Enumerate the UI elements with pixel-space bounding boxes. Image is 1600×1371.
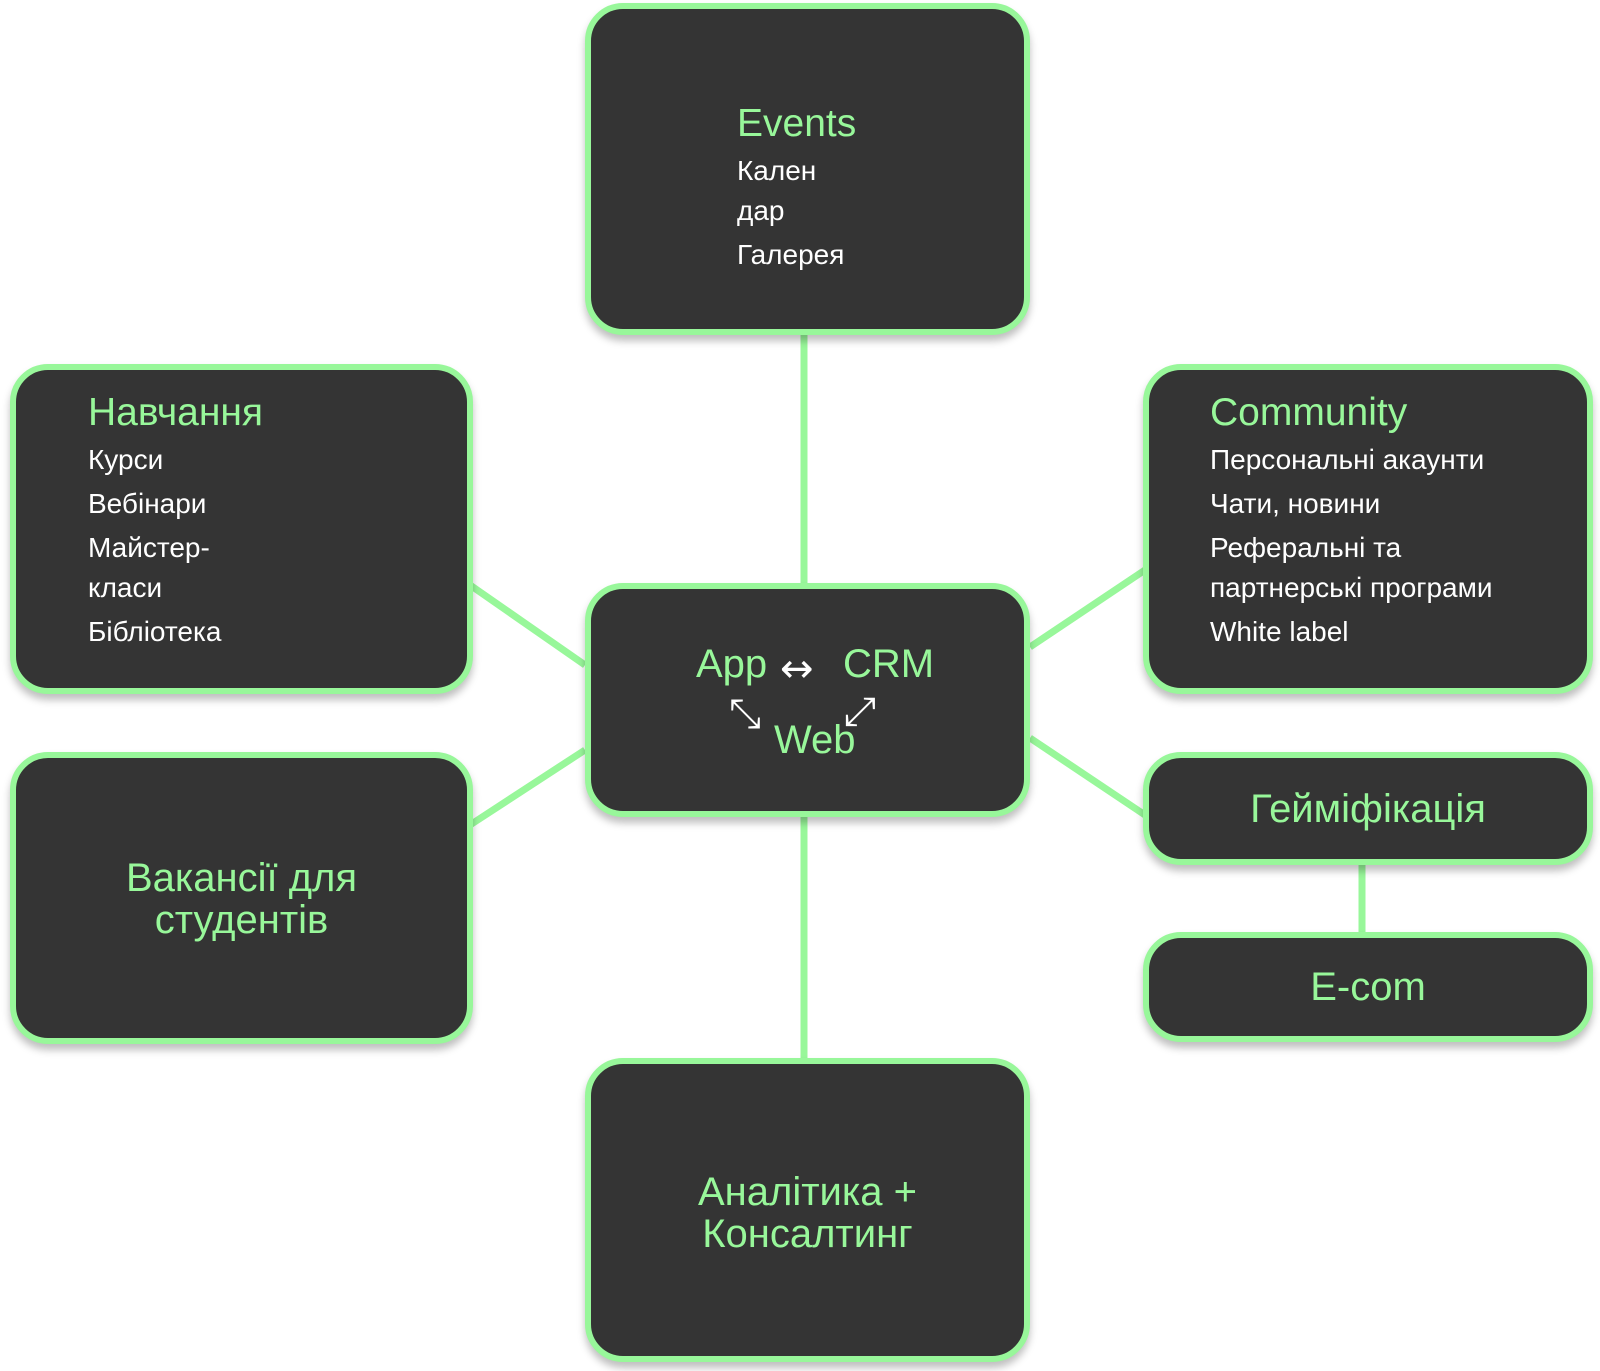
double-arrow-diagonal-left-icon: ⤡ xyxy=(729,691,761,737)
events-item-gallery: Галерея xyxy=(737,239,845,270)
education-item-webinars: Вебінари xyxy=(88,488,207,519)
center-web-label: Web xyxy=(774,718,856,762)
community-item-accounts: Персональні акаунти xyxy=(1210,444,1485,475)
community-title: Community xyxy=(1210,391,1408,434)
community-item-chats: Чати, новини xyxy=(1210,488,1381,519)
vacancies-title: Вакансії для студентів xyxy=(125,856,358,942)
connector-center-community xyxy=(1028,567,1147,650)
community-item-whitelabel: White label xyxy=(1210,616,1349,647)
events-title: Events xyxy=(737,102,857,145)
center-crm-label: CRM xyxy=(843,642,935,686)
education-box: Навчання Курси Вебінари Майстер- класи Б… xyxy=(10,364,473,694)
education-item-library: Бібліотека xyxy=(88,616,222,647)
analytics-box: Аналітика + Консалтинг xyxy=(585,1058,1030,1362)
education-title: Навчання xyxy=(88,391,264,434)
double-arrow-horizontal-icon: ↔ xyxy=(780,646,814,692)
ecom-title: E-com xyxy=(1310,965,1426,1009)
double-arrow-diagonal-right-icon: ⤢ xyxy=(844,689,876,735)
analytics-title: Аналітика + Консалтинг xyxy=(697,1170,917,1256)
center-box: App ↔ CRM ⤡ Web ⤢ xyxy=(585,583,1030,817)
ecom-box: E-com xyxy=(1143,932,1593,1042)
gamification-box: Гейміфікація xyxy=(1143,752,1593,865)
connector-center-gamification xyxy=(1028,735,1147,818)
events-box: Events Кален дар Галерея xyxy=(585,3,1030,335)
gamification-title: Гейміфікація xyxy=(1250,787,1486,831)
vacancies-box: Вакансії для студентів xyxy=(10,752,473,1044)
events-item-calendar: Кален дар xyxy=(737,155,817,226)
education-item-masterclasses: Майстер- класи xyxy=(88,532,210,603)
connector-center-education xyxy=(468,582,587,668)
education-item-courses: Курси xyxy=(88,444,164,475)
community-box: Community Персональні акаунти Чати, нови… xyxy=(1143,364,1593,694)
connector-center-vacancies xyxy=(468,747,587,828)
center-app-label: App xyxy=(696,642,768,686)
community-item-referral: Реферальні та партнерські програми xyxy=(1210,532,1493,603)
